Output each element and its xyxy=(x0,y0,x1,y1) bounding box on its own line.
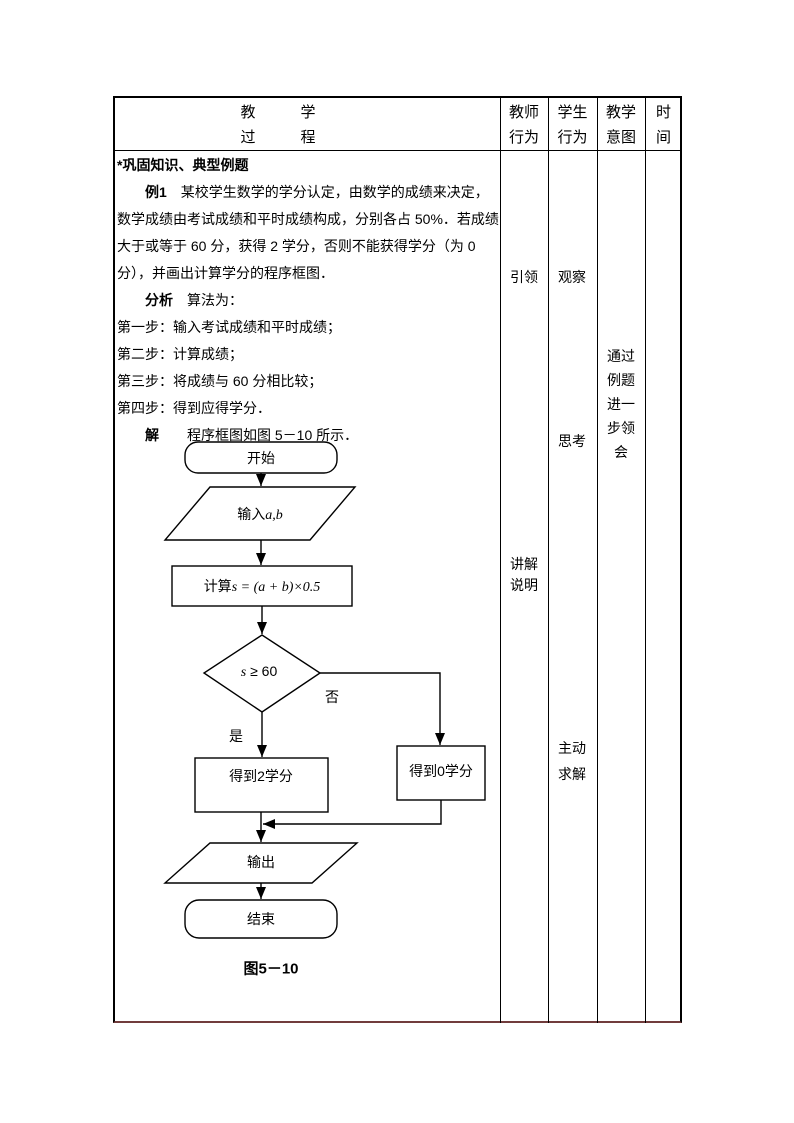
start-node-label: 开始 xyxy=(247,450,275,466)
header-student-line1: 学生 xyxy=(557,104,588,121)
header-time-line2: 间 xyxy=(655,129,671,146)
text-line: 第三步：将成绩与 60 分相比较； xyxy=(117,373,323,389)
teacher-note-explain-line1: 讲解 xyxy=(510,556,538,572)
column-divider-4 xyxy=(645,96,646,1023)
text-line: 第二步：计算成绩； xyxy=(117,346,243,362)
teacher-note-explain-line2: 说明 xyxy=(510,577,538,593)
text-line: 数学成绩由考试成绩和平时成绩构成，分别各占 50%．若成绩 xyxy=(117,211,499,227)
header-teaching-process-line2: 过 程 xyxy=(240,129,316,146)
end-node-label: 结束 xyxy=(247,911,275,927)
intent-note-line4: 步领 xyxy=(607,420,635,436)
credit0-node-label: 得到0学分 xyxy=(409,763,473,779)
header-student-behavior: 学生 行为 xyxy=(548,100,597,150)
student-note-solve-line2: 求解 xyxy=(558,766,586,782)
yes-label: 是 xyxy=(229,728,243,744)
student-note-solve-line1: 主动 xyxy=(558,740,586,756)
input-node-shape xyxy=(163,486,357,541)
input-label-prefix: 输入 xyxy=(237,506,266,522)
header-intent-line2: 意图 xyxy=(605,129,636,146)
text-line: 大于或等于 60 分，获得 2 学分，否则不能获得学分（为 0 xyxy=(117,238,476,254)
output-node-shape xyxy=(163,842,359,884)
table-border xyxy=(113,96,682,1023)
content-lines: *巩固知识、典型例题例1 某校学生数学的学分认定，由数学的成绩来决定， 数学成绩由… xyxy=(117,152,499,449)
intent-note: 通过 例题 进一 步领 会 xyxy=(607,344,635,464)
header-time: 时 间 xyxy=(645,100,682,150)
intent-note-line2: 例题 xyxy=(607,372,635,388)
header-time-line1: 时 xyxy=(655,104,671,121)
text-line: 解 程序框图如图 5－10 所示． xyxy=(145,427,359,443)
text-line: 第一步：输入考试成绩和平时成绩； xyxy=(117,319,341,335)
text-line: 例1 某校学生数学的学分认定，由数学的成绩来决定， xyxy=(145,184,489,200)
input-node-label: 输入a,b xyxy=(237,504,283,524)
calc-label-prefix: 计算 xyxy=(203,578,232,594)
header-divider-line xyxy=(113,150,682,151)
end-node-shape xyxy=(184,899,338,939)
header-teaching-process-line1: 教 学 xyxy=(240,104,316,121)
header-teaching-process: 教 学 过 程 xyxy=(113,100,443,150)
student-note-observe: 观察 xyxy=(558,269,586,285)
text-line: *巩固知识、典型例题 xyxy=(117,157,249,173)
no-label: 否 xyxy=(325,689,339,705)
calc-node-label: 计算s = (a + b)×0.5 xyxy=(204,576,321,596)
column-divider-1 xyxy=(500,96,501,1023)
intent-note-line3: 进一 xyxy=(607,396,635,412)
credit2-node-label: 得到2学分 xyxy=(229,768,293,784)
header-teacher-line2: 行为 xyxy=(508,129,539,146)
header-teaching-intent: 教学 意图 xyxy=(597,100,645,150)
student-note-solve: 主动 求解 xyxy=(558,735,586,787)
input-label-math: a,b xyxy=(265,508,283,523)
no-branch-line xyxy=(320,672,445,745)
header-teacher-line1: 教师 xyxy=(508,104,539,121)
output-node-label: 输出 xyxy=(247,854,275,870)
text-line: 第四步：得到应得学分． xyxy=(117,400,271,416)
teacher-note-explain: 讲解 说明 xyxy=(510,554,538,596)
decision-node-label: s ≥ 60 xyxy=(241,663,278,681)
merge-line xyxy=(263,800,442,829)
header-student-line2: 行为 xyxy=(557,129,588,146)
figure-caption: 图5－10 xyxy=(243,960,299,978)
calc-label-math: s = (a + b)×0.5 xyxy=(231,580,321,595)
intent-note-line5: 会 xyxy=(614,444,628,460)
cond-label-text: ≥ 60 xyxy=(246,663,278,679)
intent-note-line1: 通过 xyxy=(607,348,635,364)
teacher-note-guide: 引领 xyxy=(510,269,538,285)
text-line: 分析 算法为： xyxy=(145,292,243,308)
cond-label-math: s xyxy=(240,665,247,680)
header-intent-line1: 教学 xyxy=(605,104,636,121)
text-line: 分），并画出计算学分的程序框图． xyxy=(117,265,334,281)
column-divider-3 xyxy=(597,96,598,1023)
column-divider-2 xyxy=(548,96,549,1023)
header-teacher-behavior: 教师 行为 xyxy=(500,100,548,150)
student-note-think: 思考 xyxy=(558,433,586,449)
